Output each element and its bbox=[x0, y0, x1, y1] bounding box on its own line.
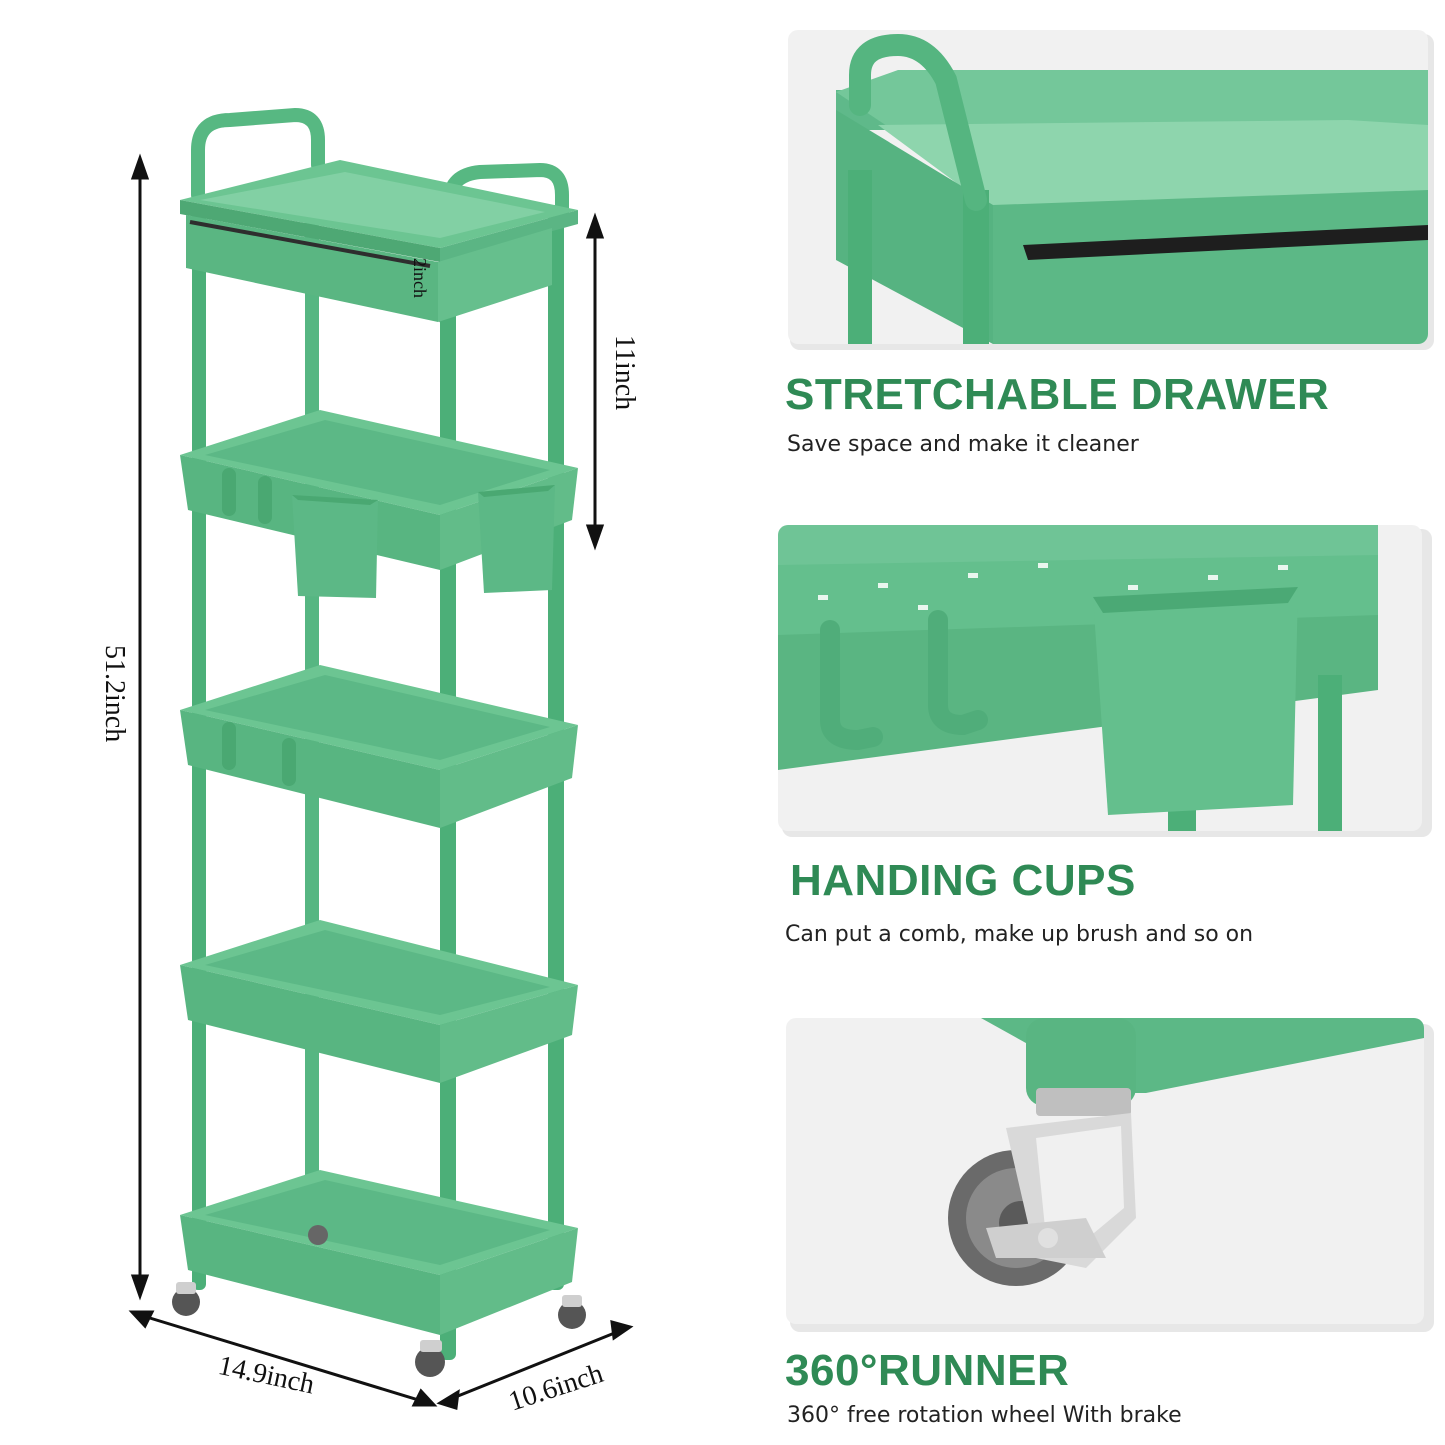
feature-subtitle-drawer: Save space and make it cleaner bbox=[787, 432, 1139, 457]
dimension-drawer-label: 2inch bbox=[410, 258, 430, 298]
feature-title-drawer: STRETCHABLE DRAWER bbox=[785, 370, 1330, 419]
feature-title-runner: 360°RUNNER bbox=[785, 1346, 1070, 1395]
cups-feature-image bbox=[778, 525, 1422, 831]
cart-drawing bbox=[128, 107, 634, 1410]
feature-title-cups: HANDING CUPS bbox=[790, 856, 1136, 905]
cart-illustration: 51.2inch 11inch 2inch 14.9inch 10.6inch bbox=[99, 107, 640, 1417]
drawer-feature-image bbox=[788, 30, 1428, 344]
dimension-spacing-label: 11inch bbox=[609, 335, 640, 411]
feature-subtitle-cups: Can put a comb, make up brush and so on bbox=[785, 922, 1254, 947]
dimension-height-label: 51.2inch bbox=[99, 645, 130, 743]
feature-subtitle-runner: 360° free rotation wheel With brake bbox=[787, 1403, 1182, 1428]
wheel-feature-image bbox=[786, 1018, 1424, 1324]
